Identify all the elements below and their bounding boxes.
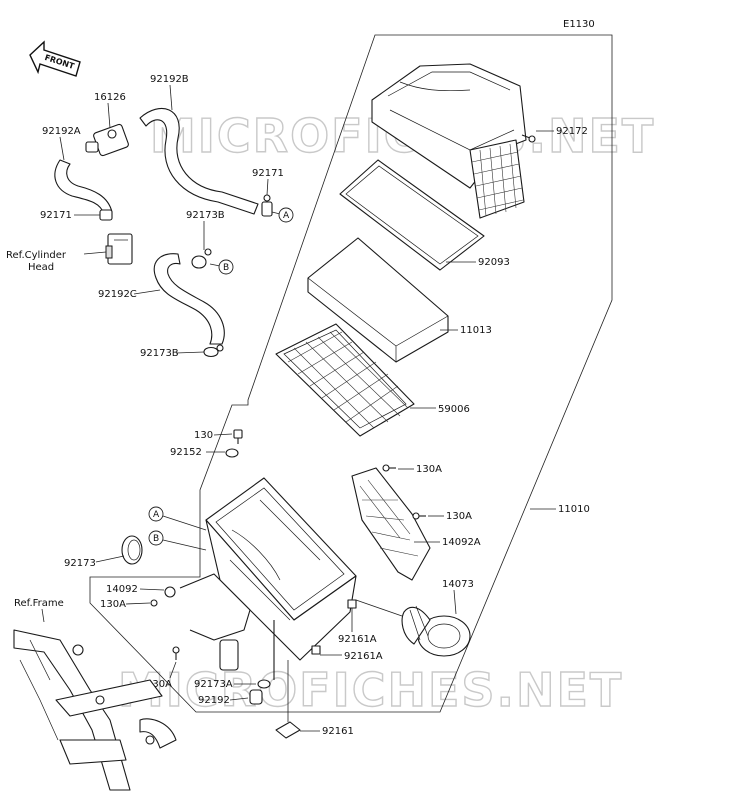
label-92192c: 92192C xyxy=(98,289,137,300)
label-92171-upper: 92171 xyxy=(252,168,284,179)
seal-92093 xyxy=(339,159,485,271)
intake-duct-14073 xyxy=(401,605,471,657)
filter-net-59006 xyxy=(275,323,415,437)
label-14092: 14092 xyxy=(106,584,138,595)
clamp-92173b-bottom xyxy=(203,344,224,358)
label-92173a: 92173A xyxy=(194,679,233,690)
screw-92172 xyxy=(521,134,536,143)
label-130-top: 130 xyxy=(194,430,213,441)
cover-14092a xyxy=(351,467,431,581)
bolt-130a-2 xyxy=(412,512,426,520)
callout-b-upper: B xyxy=(209,259,234,275)
drain-cap-92161 xyxy=(275,721,301,739)
reed-valve-16126 xyxy=(85,123,129,157)
label-130a-3: 130A xyxy=(100,599,126,610)
drain-92161a-2 xyxy=(311,645,321,655)
clamp-92171-lower xyxy=(99,209,113,221)
bolt-130 xyxy=(233,429,243,444)
diagram-code: E1130 xyxy=(563,19,595,30)
label-92152: 92152 xyxy=(170,447,202,458)
label-11013: 11013 xyxy=(460,325,492,336)
drain-92161a-1 xyxy=(347,599,357,609)
callout-b-case: B xyxy=(148,530,207,551)
label-14073: 14073 xyxy=(442,579,474,590)
svg-text:A: A xyxy=(283,211,290,221)
clamp-92173a xyxy=(257,679,271,689)
label-130a-2: 130A xyxy=(446,511,472,522)
bolt-130a-4 xyxy=(172,646,180,660)
label-92173b-bottom: 92173B xyxy=(140,348,179,359)
air-cleaner-case xyxy=(164,477,357,680)
ref-cylinder-head-line1: Ref.Cylinder xyxy=(6,250,67,261)
label-16126: 16126 xyxy=(94,92,126,103)
callout-a-case: A xyxy=(148,506,207,531)
cylinder-head-fitting xyxy=(105,233,133,265)
label-92192: 92192 xyxy=(198,695,230,706)
assembly-outline xyxy=(89,34,613,713)
clamp-ring-92173 xyxy=(121,535,143,565)
label-92171-lower: 92171 xyxy=(40,210,72,221)
label-92192a: 92192A xyxy=(42,126,81,137)
hose-92192c xyxy=(153,253,225,345)
label-92161a-2: 92161A xyxy=(344,651,383,662)
frame-section xyxy=(13,629,177,791)
label-130a-1: 130A xyxy=(416,464,442,475)
washer-92152 xyxy=(225,448,239,458)
svg-text:B: B xyxy=(223,263,229,273)
svg-text:B: B xyxy=(153,534,159,544)
label-92161: 92161 xyxy=(322,726,354,737)
hose-92192b xyxy=(139,108,259,215)
label-59006: 59006 xyxy=(438,404,470,415)
label-130a-4: 130A xyxy=(146,679,172,690)
label-92173: 92173 xyxy=(64,558,96,569)
label-92161a-1: 92161A xyxy=(338,634,377,645)
svg-text:A: A xyxy=(153,510,160,520)
callout-a-upper: A xyxy=(271,207,294,223)
label-92173b-top: 92173B xyxy=(186,210,225,221)
hose-92192 xyxy=(249,689,263,705)
filter-element-11013 xyxy=(307,237,449,363)
label-92192b: 92192B xyxy=(150,74,189,85)
ref-cylinder-head-line2: Head xyxy=(28,262,54,273)
ref-frame: Ref.Frame xyxy=(14,598,64,609)
label-14092a: 14092A xyxy=(442,537,481,548)
front-arrow-icon: FRONT xyxy=(29,40,81,77)
label-11010: 11010 xyxy=(558,504,590,515)
label-92172: 92172 xyxy=(556,126,588,137)
bolt-130a-3 xyxy=(150,599,158,607)
watermark-bottom: MICROFICHES.NET xyxy=(118,663,623,717)
clamp-92173b-top xyxy=(191,248,212,269)
hose-92192a xyxy=(54,159,113,215)
air-cleaner-cover xyxy=(371,63,527,219)
bolt-130a-1 xyxy=(382,464,396,472)
clamp-92171-upper xyxy=(261,194,273,217)
label-92093: 92093 xyxy=(478,257,510,268)
